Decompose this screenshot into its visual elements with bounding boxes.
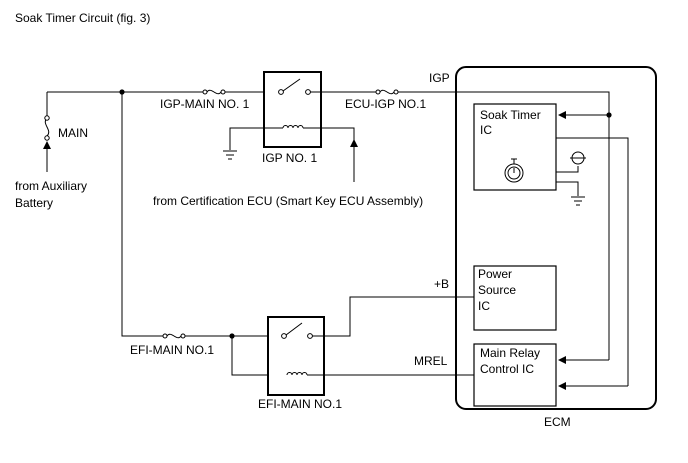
soak-timer-power-wire <box>556 166 579 173</box>
main-relay-control-ic-box <box>473 343 557 407</box>
power-source-ic-label-2: Source <box>478 283 516 297</box>
ground-symbol-1 <box>223 150 237 160</box>
power-symbol <box>570 151 586 165</box>
plus-b-label: +B <box>434 277 449 291</box>
ground-symbol-2 <box>571 196 585 206</box>
soak-timer-ic-label-1: Soak Timer <box>480 108 541 122</box>
main-fuse <box>43 92 51 172</box>
igp-relay-coil <box>282 125 304 129</box>
igp-main-fuse-label: IGP-MAIN NO. 1 <box>160 97 250 111</box>
main-fuse-label: MAIN <box>58 126 88 140</box>
power-source-ic-label-1: Power <box>478 267 512 281</box>
igp-wire <box>398 91 610 360</box>
power-source-ic-label-3: IC <box>478 299 490 313</box>
plus-b-wire <box>312 296 474 337</box>
timer-clock-icon <box>504 158 524 183</box>
ecm-label: ECM <box>544 415 571 429</box>
soak-timer-ground-wire <box>556 181 579 196</box>
igp-main-fuse <box>202 89 226 95</box>
soak-timer-ic-label-2: IC <box>480 123 492 137</box>
main-relay-control-ic-label-1: Main Relay <box>480 346 540 360</box>
soak-timer-ic-box <box>473 103 557 191</box>
igp-relay-label: IGP NO. 1 <box>262 151 317 165</box>
efi-relay-box <box>267 316 325 396</box>
efi-main-fuse-label: EFI-MAIN NO.1 <box>130 343 214 357</box>
efi-branch-wire <box>121 92 163 337</box>
igp-coil-ground-wire <box>229 127 283 150</box>
efi-relay-label: EFI-MAIN NO.1 <box>258 397 342 411</box>
soak-timer-output-wire <box>556 137 629 386</box>
ecu-igp-fuse <box>375 89 399 95</box>
igp-label: IGP <box>429 71 450 85</box>
power-source-ic-box <box>473 265 557 331</box>
cert-ecu-label: from Certification ECU (Smart Key ECU As… <box>153 194 423 208</box>
ecu-igp-fuse-label: ECU-IGP NO.1 <box>345 97 426 111</box>
aux-battery-label-2: Battery <box>15 196 53 210</box>
main-relay-control-ic-label-2: Control IC <box>480 362 534 376</box>
efi-main-fuse <box>162 333 186 339</box>
igp-relay-switch <box>278 78 311 95</box>
diagram-title: Soak Timer Circuit (fig. 3) <box>15 11 150 25</box>
aux-battery-label-1: from Auxiliary <box>15 179 87 193</box>
efi-relay-coil <box>286 372 308 376</box>
igp-relay-box <box>263 71 322 148</box>
mrel-label: MREL <box>414 354 448 368</box>
